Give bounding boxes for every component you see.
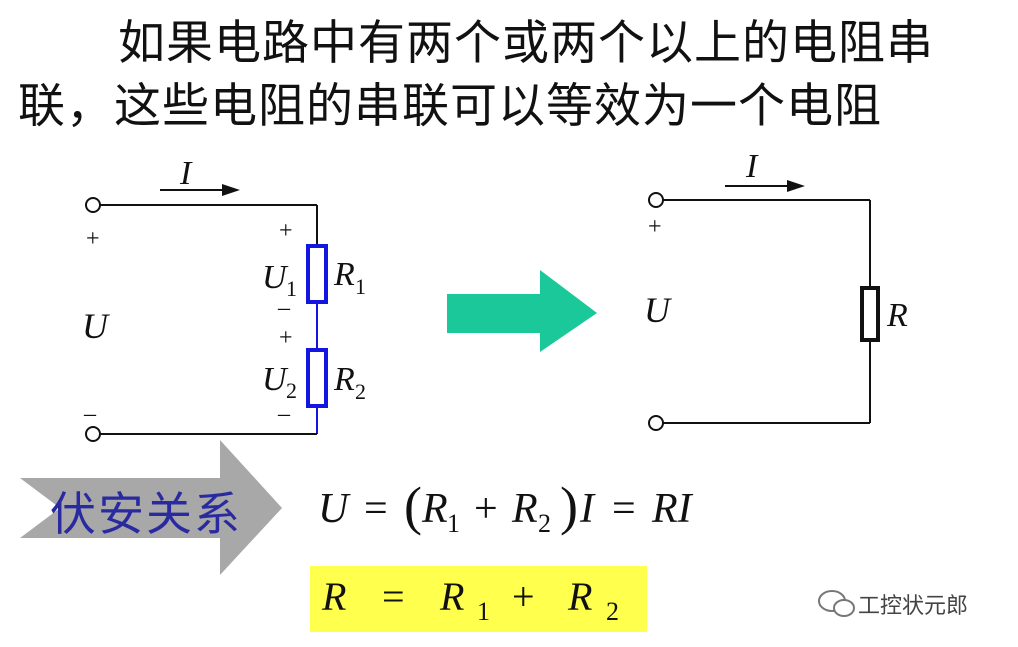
equation-volt-ampere: U = ( R 1 + R 2 ) I = RI xyxy=(318,476,694,538)
eq2-equals: = xyxy=(382,574,405,619)
eq2-r1: R xyxy=(439,574,464,619)
r1-subscript: 1 xyxy=(355,274,366,299)
left-current-arrowhead xyxy=(222,184,240,196)
r1-label: R xyxy=(333,256,355,293)
r2-subscript: 2 xyxy=(355,379,366,404)
u1-subscript: 1 xyxy=(286,276,297,301)
eq1-plus: + xyxy=(474,486,498,532)
right-bottom-terminal xyxy=(648,415,664,431)
eq2-r: R xyxy=(321,574,346,619)
right-top-terminal xyxy=(648,192,664,208)
r2-label: R xyxy=(333,361,355,398)
left-current-label: I xyxy=(179,155,193,192)
watermark-text: 工控状元郎 xyxy=(858,594,969,619)
eq1-u: U xyxy=(318,486,351,532)
eq2-sub1: 1 xyxy=(477,597,490,626)
eq1-sub1: 1 xyxy=(447,509,460,538)
right-current-label: I xyxy=(745,148,759,185)
eq1-ri: RI xyxy=(651,486,694,532)
left-voltage-label: U xyxy=(82,306,110,346)
equivalence-arrow xyxy=(447,270,597,352)
right-circuit: I + U R xyxy=(644,148,908,431)
left-circuit: I + – U + U 1 – + U 2 – R 1 R 2 xyxy=(82,155,366,442)
wechat-icon xyxy=(818,590,855,617)
eq1-left-paren: ( xyxy=(404,476,422,536)
u1-plus: + xyxy=(279,218,293,244)
left-top-terminal xyxy=(85,197,101,213)
resistor-r1 xyxy=(306,244,328,304)
eq2-sub2: 2 xyxy=(606,597,619,626)
eq1-sub2: 2 xyxy=(538,509,551,538)
eq1-r2: R xyxy=(511,486,538,532)
r-label: R xyxy=(886,297,908,334)
u2-subscript: 2 xyxy=(286,378,297,403)
formula-highlight-box xyxy=(310,566,647,632)
eq1-equals2: = xyxy=(612,486,636,532)
eq1-right-paren: ) xyxy=(560,476,578,536)
eq2-plus: + xyxy=(512,574,535,619)
u2-label: U xyxy=(262,361,289,398)
u1-minus: – xyxy=(277,295,291,321)
right-source-plus: + xyxy=(648,214,662,240)
right-voltage-label: U xyxy=(644,290,672,330)
left-source-minus: – xyxy=(83,401,97,427)
u2-plus: + xyxy=(279,325,293,351)
left-source-plus: + xyxy=(86,226,100,252)
right-current-arrowhead xyxy=(787,180,805,192)
u2-minus: – xyxy=(277,401,291,427)
relation-chevron xyxy=(20,440,282,575)
eq2-r2: R xyxy=(567,574,592,619)
equation-equivalent-resistance: R = R 1 + R 2 xyxy=(321,574,619,626)
description-paragraph: 如果电路中有两个或两个以上的电阻串联，这些电阻的串联可以等效为一个电阻 xyxy=(18,16,934,134)
left-bottom-terminal xyxy=(85,426,101,442)
relation-label: 伏安关系 xyxy=(50,487,242,541)
eq1-equals: = xyxy=(364,486,388,532)
resistor-r xyxy=(860,286,880,342)
resistor-r2 xyxy=(306,348,328,408)
eq1-i: I xyxy=(579,486,596,532)
eq1-r1: R xyxy=(421,486,448,532)
u1-label: U xyxy=(262,259,289,296)
